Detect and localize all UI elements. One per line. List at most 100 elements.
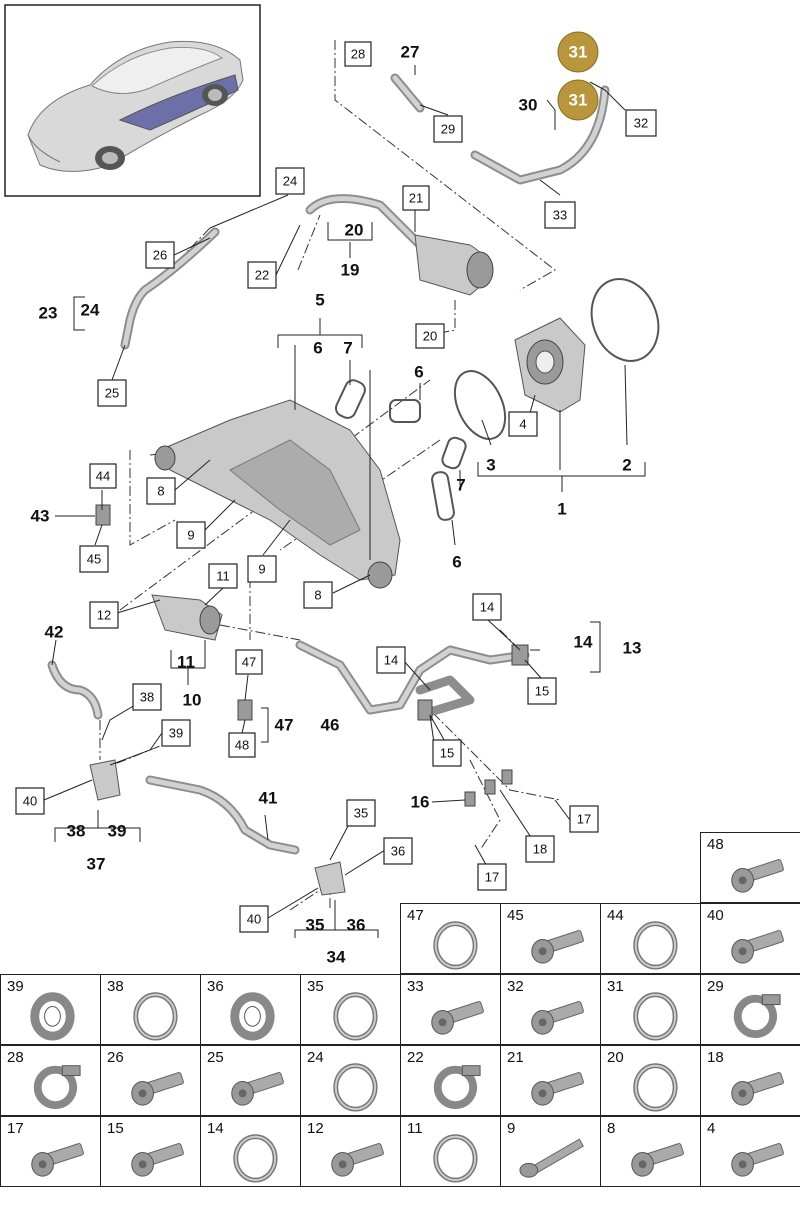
part-cell-18[interactable]: 18: [700, 1045, 800, 1116]
callout-14c[interactable]: 14: [376, 646, 406, 674]
svg-text:31: 31: [569, 91, 588, 110]
svg-text:7: 7: [343, 339, 352, 358]
part-cell-21[interactable]: 21: [500, 1045, 601, 1116]
part-cell-8[interactable]: 8: [600, 1116, 701, 1187]
callout-25[interactable]: 25: [97, 379, 127, 407]
svg-text:28: 28: [351, 47, 365, 62]
part-cell-number: 28: [7, 1049, 24, 1066]
callout-40b[interactable]: 40: [239, 905, 269, 933]
callout-26[interactable]: 26: [145, 241, 175, 269]
part-cell-35[interactable]: 35: [300, 974, 401, 1045]
callout-29[interactable]: 29: [433, 115, 463, 143]
svg-text:14: 14: [480, 600, 494, 615]
callout-20[interactable]: 20: [415, 323, 445, 349]
part-cell-12[interactable]: 12: [300, 1116, 401, 1187]
part-cell-31[interactable]: 31: [600, 974, 701, 1045]
part-cell-20[interactable]: 20: [600, 1045, 701, 1116]
part-cell-number: 29: [707, 978, 724, 995]
water-pump-housing: [154, 399, 401, 589]
part-cell-28[interactable]: 28: [0, 1045, 101, 1116]
svg-text:6: 6: [452, 553, 461, 572]
hose-27-29: [390, 73, 425, 113]
svg-text:44: 44: [96, 469, 110, 484]
callout-39[interactable]: 39: [161, 719, 191, 747]
callout-45[interactable]: 45: [79, 545, 109, 573]
part-cell-number: 25: [207, 1049, 224, 1066]
callout-8b[interactable]: 8: [303, 581, 333, 609]
svg-text:26: 26: [153, 248, 167, 263]
svg-text:9: 9: [258, 562, 265, 577]
part-cell-15[interactable]: 15: [100, 1116, 201, 1187]
part-cell-26[interactable]: 26: [100, 1045, 201, 1116]
callout-38[interactable]: 38: [132, 683, 162, 711]
group-numbers: 27 30 20 19 23 24 5 6 7 6 3 2 1 7 43 6 1…: [31, 43, 642, 967]
part-cell-33[interactable]: 33: [400, 974, 501, 1045]
highlight-badge-31-upper[interactable]: 31: [557, 31, 599, 73]
svg-text:42: 42: [45, 623, 64, 642]
part-bolt-icon: [731, 1143, 784, 1177]
callout-48[interactable]: 48: [228, 732, 256, 758]
callout-9[interactable]: 9: [176, 521, 206, 549]
part-long-bolt-icon: [519, 1138, 584, 1178]
part-cell-9[interactable]: 9: [500, 1116, 601, 1187]
callout-8[interactable]: 8: [146, 477, 176, 505]
part-cell-number: 21: [507, 1049, 524, 1066]
callout-4[interactable]: 4: [508, 411, 538, 437]
callout-33[interactable]: 33: [544, 201, 576, 229]
part-cell-11[interactable]: 11: [400, 1116, 501, 1187]
svg-text:16: 16: [411, 793, 430, 812]
callout-44[interactable]: 44: [89, 463, 117, 489]
part-cell-25[interactable]: 25: [200, 1045, 301, 1116]
callout-12[interactable]: 12: [89, 601, 119, 629]
part-cell-36[interactable]: 36: [200, 974, 301, 1045]
part-cell-number: 20: [607, 1049, 624, 1066]
part-cell-24[interactable]: 24: [300, 1045, 401, 1116]
callout-15b[interactable]: 15: [432, 739, 462, 767]
part-cell-38[interactable]: 38: [100, 974, 201, 1045]
part-cell-32[interactable]: 32: [500, 974, 601, 1045]
callout-18[interactable]: 18: [525, 835, 555, 863]
callout-35[interactable]: 35: [346, 799, 376, 827]
svg-text:33: 33: [553, 208, 567, 223]
callout-47[interactable]: 47: [235, 649, 263, 675]
part-cell-40[interactable]: 40: [700, 903, 800, 974]
svg-text:14: 14: [384, 653, 398, 668]
svg-text:36: 36: [347, 916, 366, 935]
callout-40[interactable]: 40: [15, 787, 45, 815]
part-cell-44[interactable]: 44: [600, 903, 701, 974]
part-cell-4[interactable]: 4: [700, 1116, 800, 1187]
part-cell-48[interactable]: 48: [700, 832, 800, 903]
callout-17[interactable]: 17: [569, 805, 599, 833]
part-cell-47[interactable]: 47: [400, 903, 501, 974]
part-cell-number: 4: [707, 1120, 716, 1137]
part-cell-number: 32: [507, 978, 524, 995]
callout-14[interactable]: 14: [472, 593, 502, 621]
callout-15[interactable]: 15: [527, 677, 557, 705]
part-cell-number: 22: [407, 1049, 424, 1066]
part-cell-17[interactable]: 17: [0, 1116, 101, 1187]
callout-36[interactable]: 36: [383, 837, 413, 865]
part-cell-29[interactable]: 29: [700, 974, 800, 1045]
pipe-42: [47, 660, 103, 720]
part-cell-45[interactable]: 45: [500, 903, 601, 974]
callout-11[interactable]: 11: [208, 563, 238, 589]
svg-text:13: 13: [623, 639, 642, 658]
part-cell-39[interactable]: 39: [0, 974, 101, 1045]
callout-21[interactable]: 21: [402, 185, 430, 211]
callout-22[interactable]: 22: [247, 261, 277, 289]
callout-32[interactable]: 32: [625, 109, 657, 137]
part-bolt-icon: [731, 859, 784, 893]
part-cell-number: 44: [607, 907, 624, 924]
part-cell-22[interactable]: 22: [400, 1045, 501, 1116]
coolant-pipe-13: [295, 640, 530, 721]
highlight-badge-31-lower[interactable]: 31: [557, 79, 599, 121]
part-cell-14[interactable]: 14: [200, 1116, 301, 1187]
callout-24[interactable]: 24: [275, 167, 305, 195]
svg-text:39: 39: [108, 822, 127, 841]
callout-9b[interactable]: 9: [247, 555, 277, 583]
callout-17b[interactable]: 17: [477, 863, 507, 891]
callout-28[interactable]: 28: [344, 41, 372, 67]
svg-text:10: 10: [183, 691, 202, 710]
svg-text:6: 6: [414, 363, 423, 382]
clips-16-18: [464, 769, 513, 807]
